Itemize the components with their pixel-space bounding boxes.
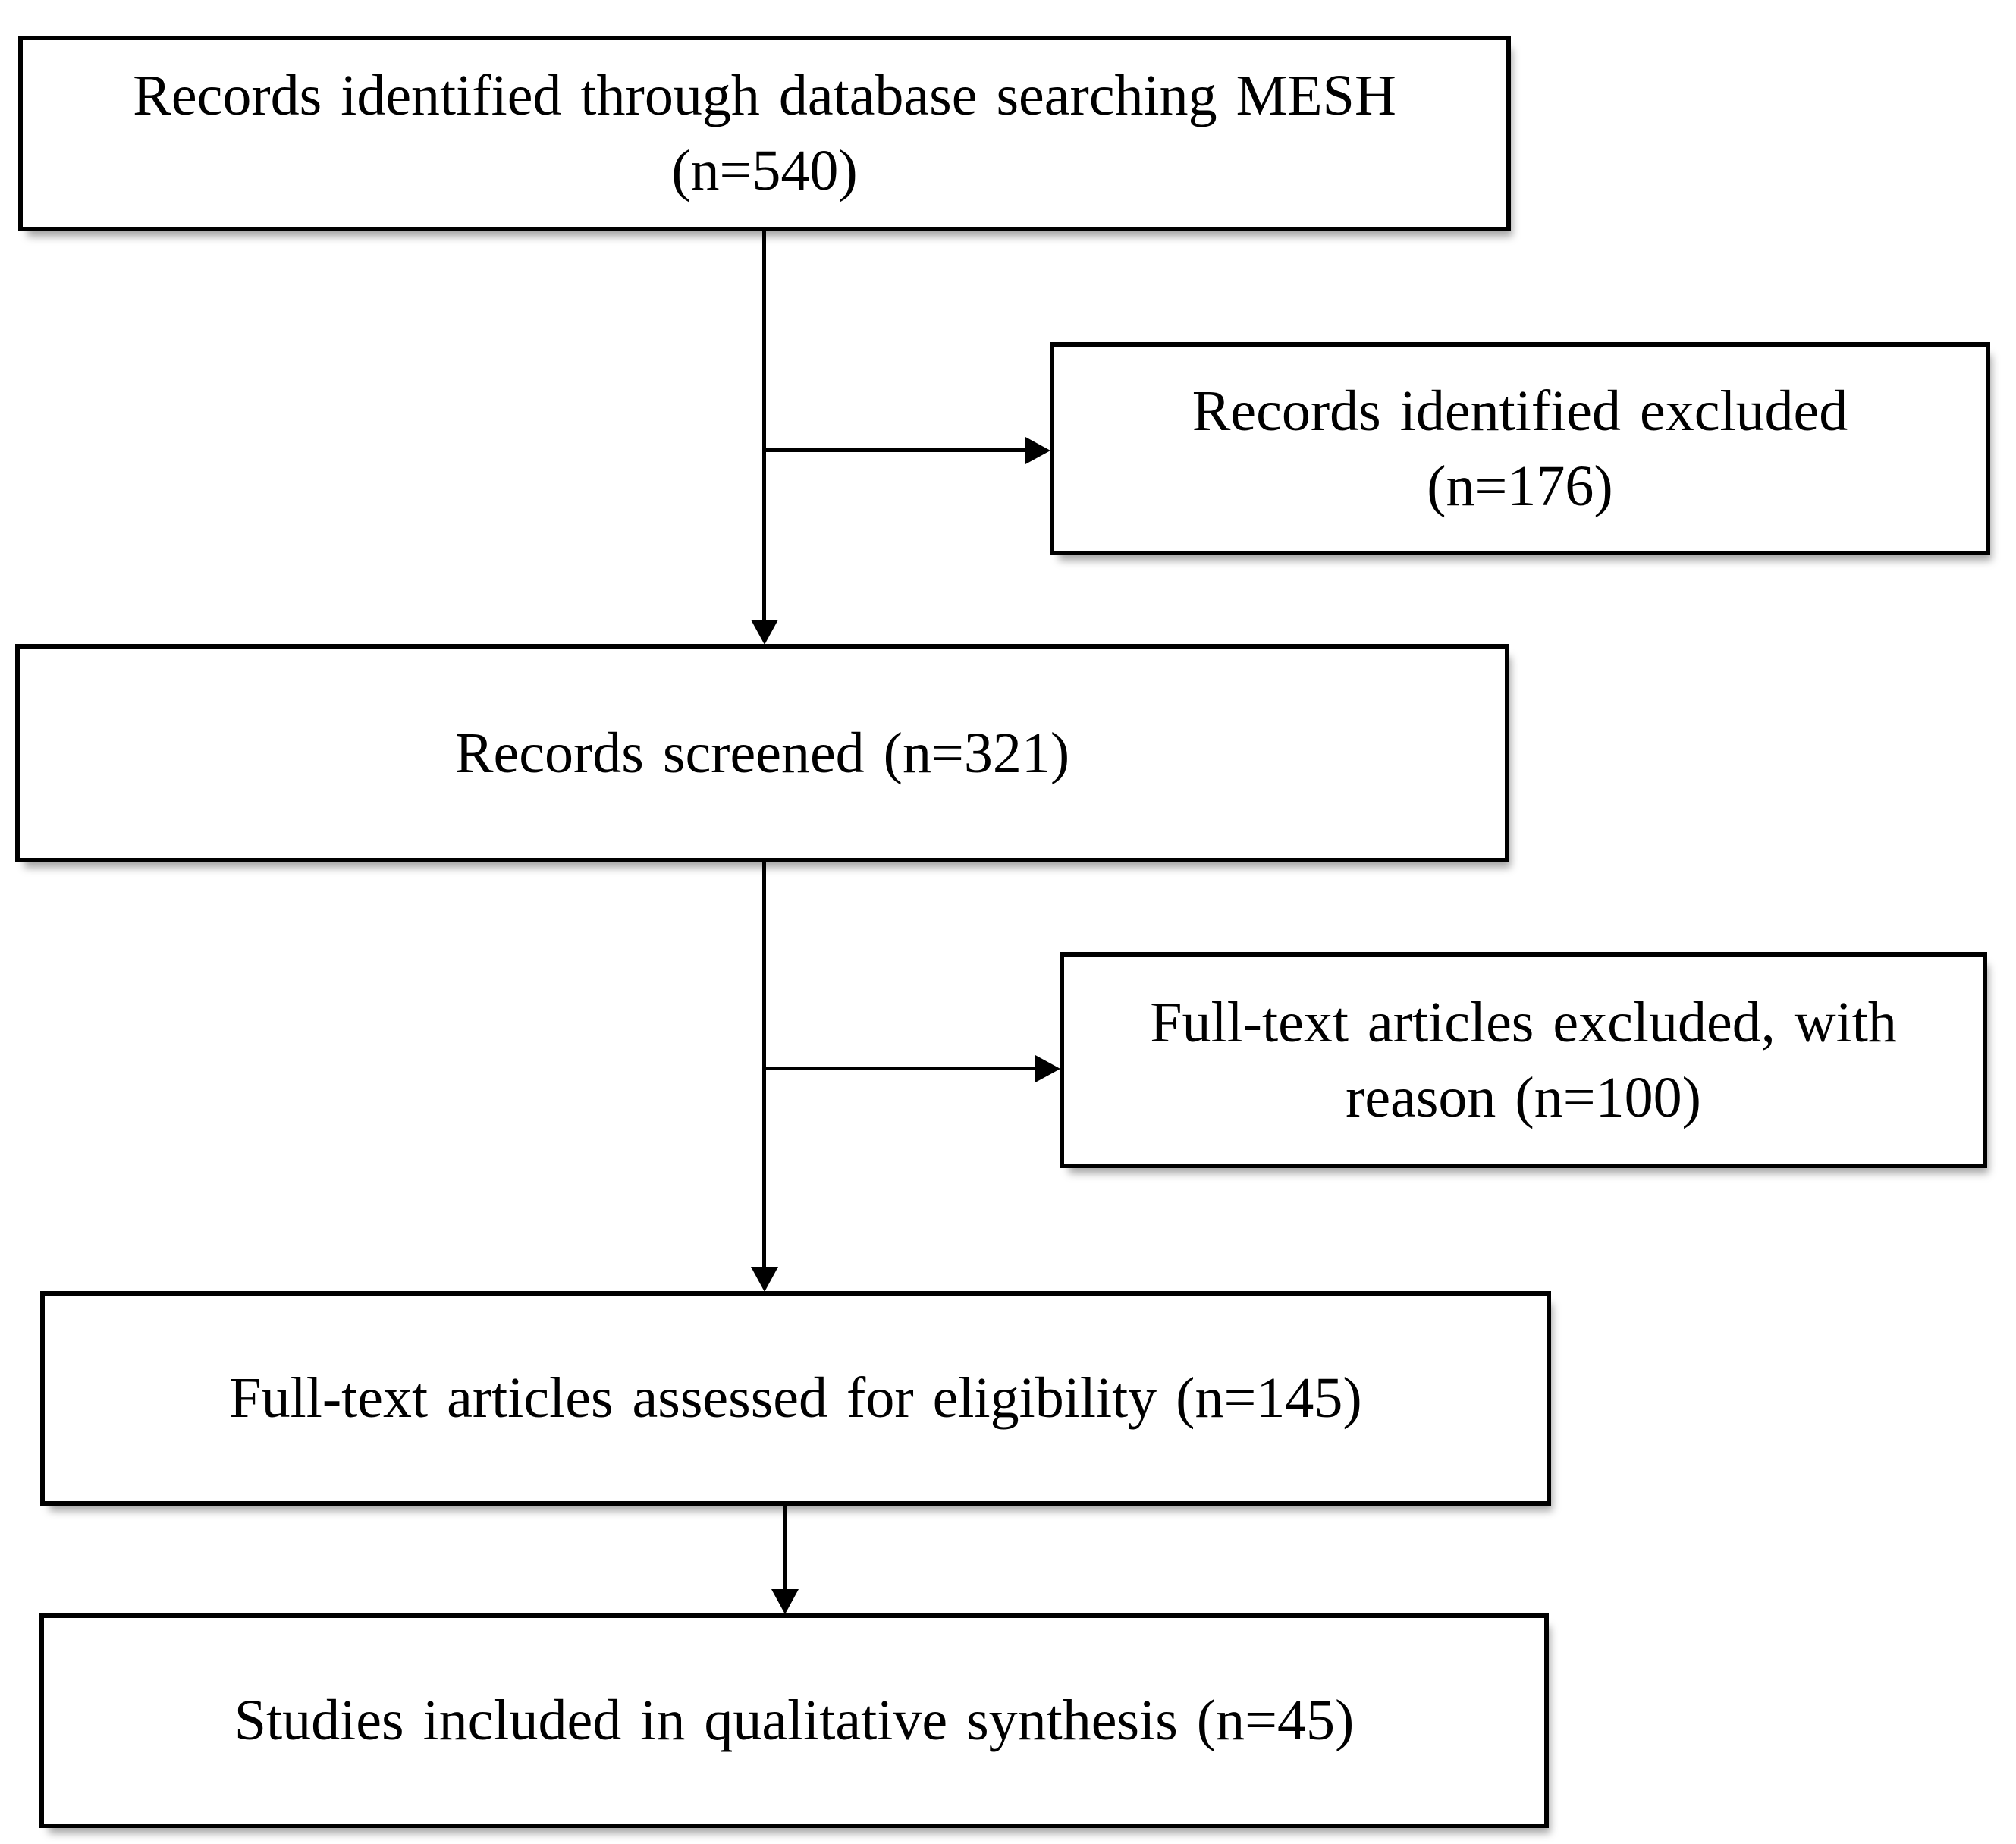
box-fulltext-excluded-text: Full-text articles excluded, with	[1150, 990, 1897, 1054]
box-fulltext-assessed-text: Full-text articles assessed for eligibil…	[229, 1366, 1362, 1431]
arrowhead-down-to-included-icon	[771, 1589, 799, 1614]
box-studies-included-text: Studies included in qualitative synthesi…	[234, 1689, 1355, 1753]
box-records-excluded-text: Records identified excluded	[1192, 379, 1848, 443]
box-records-excluded-count: (n=176)	[1427, 454, 1613, 518]
box-records-screened-text: Records screened (n=321)	[454, 721, 1070, 785]
connector-eligibility-to-included	[783, 1506, 787, 1591]
arrowhead-down-to-screened-icon	[751, 620, 778, 645]
arrowhead-right-to-fulltext-excluded-icon	[1035, 1055, 1060, 1082]
box-records-identified-text: Records identified through database sear…	[133, 64, 1396, 128]
box-fulltext-assessed: Full-text articles assessed for eligibil…	[40, 1291, 1551, 1506]
connector-identified-to-screened	[762, 231, 766, 622]
box-records-screened: Records screened (n=321)	[15, 644, 1509, 862]
arrowhead-down-to-eligibility-icon	[751, 1267, 778, 1292]
connector-branch-to-fulltext-excluded	[762, 1067, 1037, 1070]
box-fulltext-excluded: Full-text articles excluded, with reason…	[1060, 952, 1987, 1168]
box-studies-included: Studies included in qualitative synthesi…	[39, 1613, 1549, 1828]
box-fulltext-excluded-count: reason (n=100)	[1346, 1065, 1701, 1129]
arrowhead-right-to-records-excluded-icon	[1025, 437, 1050, 464]
box-records-excluded: Records identified excluded (n=176)	[1050, 342, 1990, 555]
box-records-identified: Records identified through database sear…	[18, 36, 1511, 231]
connector-branch-to-records-excluded	[762, 448, 1029, 452]
connector-screened-to-eligibility	[762, 862, 766, 1268]
box-records-identified-count: (n=540)	[671, 139, 858, 203]
